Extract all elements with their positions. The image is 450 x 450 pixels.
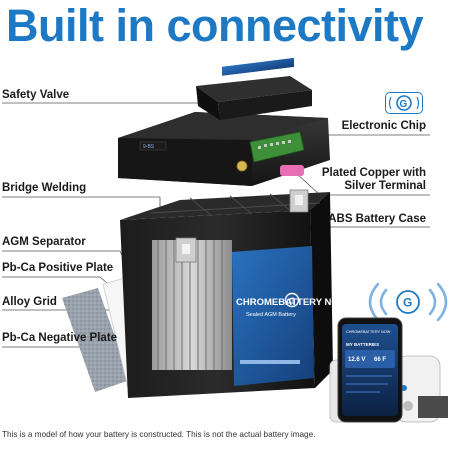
electronic-chip bbox=[249, 131, 305, 163]
alloy-grid-sheet bbox=[62, 288, 130, 392]
label-negative-plate: Pb-Ca Negative Plate bbox=[2, 332, 118, 344]
safety-valve-cap bbox=[196, 76, 312, 102]
phone-brand-text: CHROMEBATTERY NOW bbox=[346, 330, 391, 334]
battery-brand-text: CHROMEBATTERY NOW bbox=[236, 297, 348, 308]
wireless-signal-icon bbox=[368, 282, 448, 322]
label-plated-copper-line1: Plated Copper with bbox=[321, 167, 426, 179]
label-alloy-grid: Alloy Grid bbox=[2, 296, 57, 308]
bluetooth-badge-icon: G bbox=[388, 95, 420, 111]
battery-subtitle-text: Sealed AGM Battery bbox=[246, 312, 296, 318]
svg-text:G: G bbox=[400, 99, 408, 110]
label-bridge-welding: Bridge Welding bbox=[2, 182, 87, 194]
page-title: Built in connectivity bbox=[6, 0, 424, 51]
svg-text:G: G bbox=[403, 296, 412, 310]
label-plated-copper-line2: Silver Terminal bbox=[344, 180, 426, 192]
phone-voltage-text: 12.6 V bbox=[348, 357, 365, 363]
label-safety-valve: Safety Valve bbox=[2, 89, 70, 101]
phone-temperature-text: 66 F bbox=[374, 357, 386, 363]
svg-text:G: G bbox=[289, 297, 295, 306]
smartphone-icon bbox=[337, 317, 403, 423]
silver-terminal bbox=[280, 165, 304, 176]
battery-label bbox=[232, 246, 314, 386]
label-electronic-chip: Electronic Chip bbox=[341, 120, 426, 132]
chip-badge-frame bbox=[385, 92, 423, 114]
phone-section-text: MY BATTERIES bbox=[346, 342, 379, 347]
label-positive-plate: Pb-Ca Positive Plate bbox=[2, 262, 114, 274]
disclaimer-text: This is a model of how your battery is c… bbox=[2, 430, 316, 439]
label-abs-case: ABS Battery Case bbox=[328, 213, 426, 225]
label-agm-separator: AGM Separator bbox=[2, 236, 86, 248]
svg-text:9-BS: 9-BS bbox=[143, 144, 155, 150]
